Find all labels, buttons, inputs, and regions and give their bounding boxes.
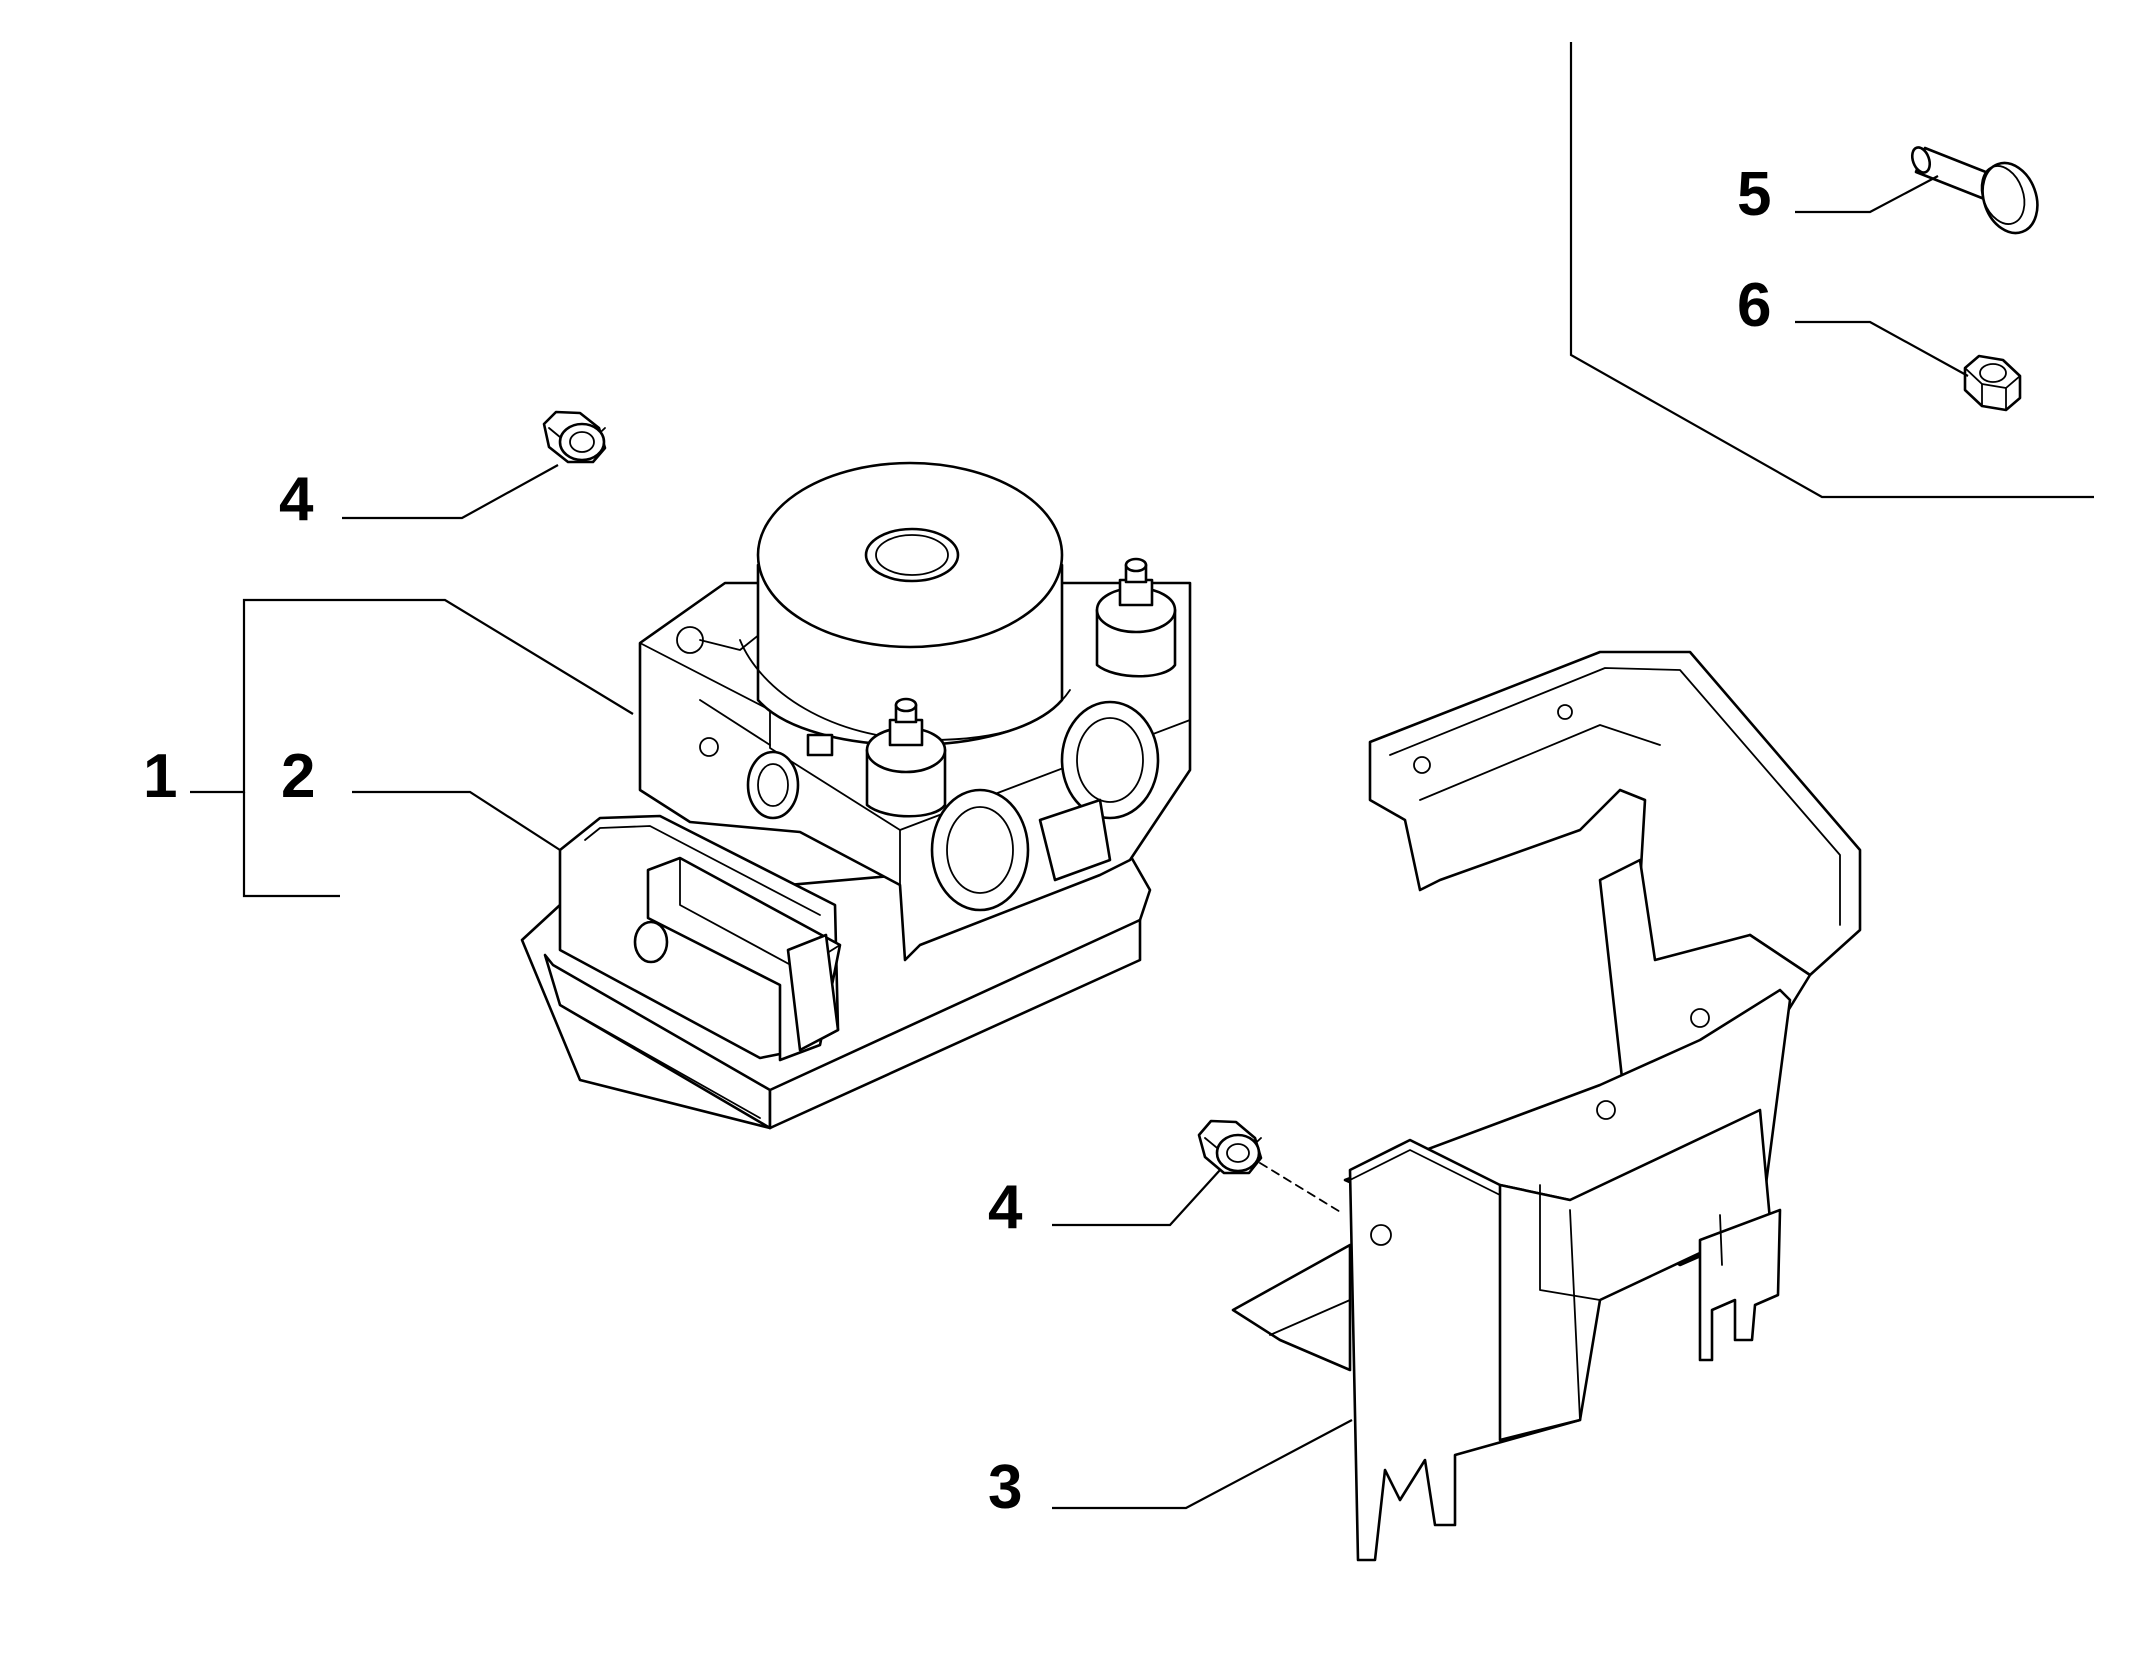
abs-hydraulic-unit-part-1[interactable]: [520, 461, 1192, 1130]
nut-part-6[interactable]: [1963, 354, 2022, 412]
leader-1-bracket-bottom: [242, 792, 340, 898]
inset-border: [1569, 42, 2094, 499]
leader-lines: [190, 175, 1969, 1510]
mounting-stud-right: [1095, 557, 1177, 678]
callout-4-upper: 4: [279, 465, 314, 534]
leader-5: [1795, 175, 1939, 214]
callout-6: 6: [1737, 271, 1771, 340]
callout-3: 3: [988, 1453, 1022, 1522]
mounting-bracket-part-3[interactable]: [1231, 650, 1862, 1562]
nut-part-4-lower[interactable]: [1197, 1119, 1343, 1214]
bolt-part-5[interactable]: [1909, 145, 2047, 241]
ecu-module-part-2[interactable]: [520, 814, 1152, 1130]
callout-1: 1: [143, 742, 177, 811]
leader-6: [1795, 320, 1969, 377]
callout-labels: 1 2 3 4 4 5 6: [143, 160, 1771, 1522]
leader-4-lower: [1052, 1169, 1221, 1227]
mounting-stud-left: [865, 697, 947, 818]
assembly-dashed-line: [1259, 1162, 1343, 1214]
callout-4-lower: 4: [988, 1173, 1023, 1242]
leader-1: [190, 598, 634, 794]
callout-5: 5: [1737, 160, 1771, 229]
leader-4-upper: [342, 464, 559, 520]
callout-2: 2: [281, 742, 315, 811]
hardware-inset-panel: [1569, 42, 2094, 499]
nut-part-4-upper[interactable]: [542, 410, 607, 464]
leader-3: [1052, 1419, 1353, 1510]
leader-2: [352, 790, 561, 851]
